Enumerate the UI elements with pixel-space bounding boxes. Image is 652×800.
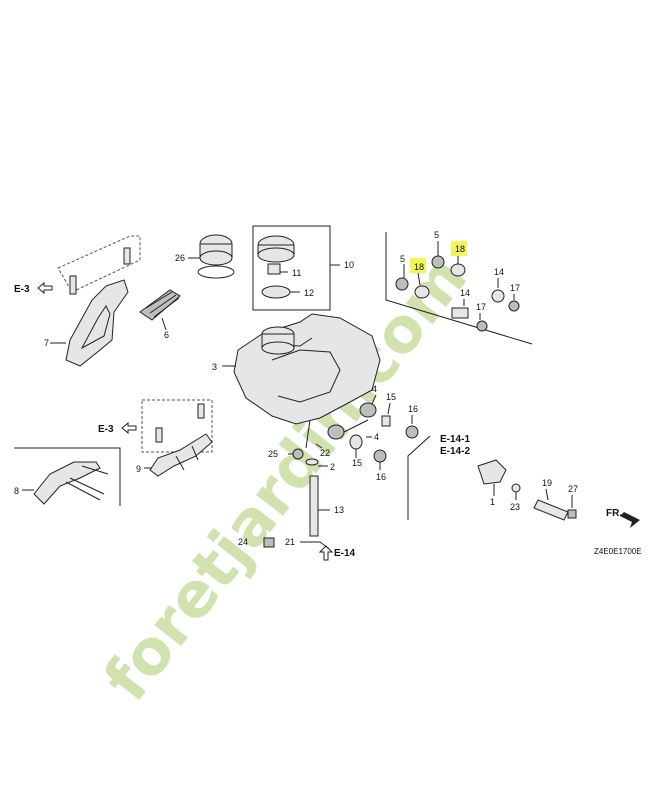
arrow-e3-middle [121,421,137,435]
callout-16-bottom: 16 [376,472,386,482]
callout-4-top: 4 [372,384,377,394]
callout-22: 22 [320,448,330,458]
callout-26: 26 [175,253,185,263]
part-26-fuel-cap: 26 [175,234,235,279]
callout-18-left: 18 [414,262,424,272]
dashed-frame-middle [141,399,213,453]
highlight-18-b [451,241,467,256]
callout-1: 1 [490,497,495,507]
callout-17-left: 17 [476,302,486,312]
ref-e3-middle: E-3 [98,424,114,435]
callout-14-mid: 14 [460,288,470,298]
callout-6: 6 [164,330,169,340]
bracket-group-top: E-3 7 [14,235,141,367]
bracket-cutout [80,305,111,350]
callout-24: 24 [238,537,248,547]
mount-group-right: 5 18 5 18 14 14 17 17 [385,230,533,345]
callout-21: 21 [285,537,295,547]
diagram-code: Z4E0E1700E [594,547,642,556]
callout-5-left: 5 [400,254,405,264]
callout-9: 9 [136,464,141,474]
callout-27: 27 [568,484,578,494]
mount-group-middle: 4 15 16 15 4 16 [327,384,419,482]
arrow-e14-bottom [318,545,334,561]
callout-3: 3 [212,362,217,372]
callout-8: 8 [14,486,19,496]
callout-23: 23 [510,502,520,512]
callout-14-top: 14 [494,267,504,277]
callout-19: 19 [542,478,552,488]
callout-17-right: 17 [510,283,520,293]
cap-assembly-10: 10 11 12 [252,225,354,311]
callout-25: 25 [268,449,278,459]
part-3-fuel-tank: 3 [212,313,381,425]
callout-12: 12 [304,288,314,298]
callout-5-right: 5 [434,230,439,240]
arrow-e3-top [37,281,53,295]
part-6-grip: 6 [139,289,181,340]
front-indicator: FR. [606,508,640,528]
fuel-valve-detail: E-14-1 E-14-2 1 23 19 27 [407,434,578,521]
bolt-top-left [69,275,77,295]
part-7-bracket [65,279,129,367]
fr-arrow-icon [620,512,640,528]
callout-16-top: 16 [408,404,418,414]
callout-18-right: 18 [455,244,465,254]
callout-13: 13 [334,505,344,515]
callout-4-bottom: 4 [374,432,379,442]
ref-e14-1: E-14-1 [440,434,470,445]
fuel-line-group: 25 22 2 13 21 24 E-14 [238,419,356,561]
callout-10: 10 [344,260,354,270]
callout-11: 11 [292,268,301,278]
bolt-top-right [123,247,131,265]
ref-e14-bottom: E-14 [334,548,356,559]
callout-7: 7 [44,338,49,348]
callout-15-top: 15 [386,392,396,402]
highlight-18-a [410,258,426,273]
fr-label: FR. [606,508,622,519]
ref-e14-2: E-14-2 [440,446,470,457]
bracket-group-middle: E-3 9 8 [14,399,213,506]
callout-15-bottom: 15 [352,458,362,468]
ref-e3-top: E-3 [14,284,30,295]
callout-2: 2 [330,462,335,472]
